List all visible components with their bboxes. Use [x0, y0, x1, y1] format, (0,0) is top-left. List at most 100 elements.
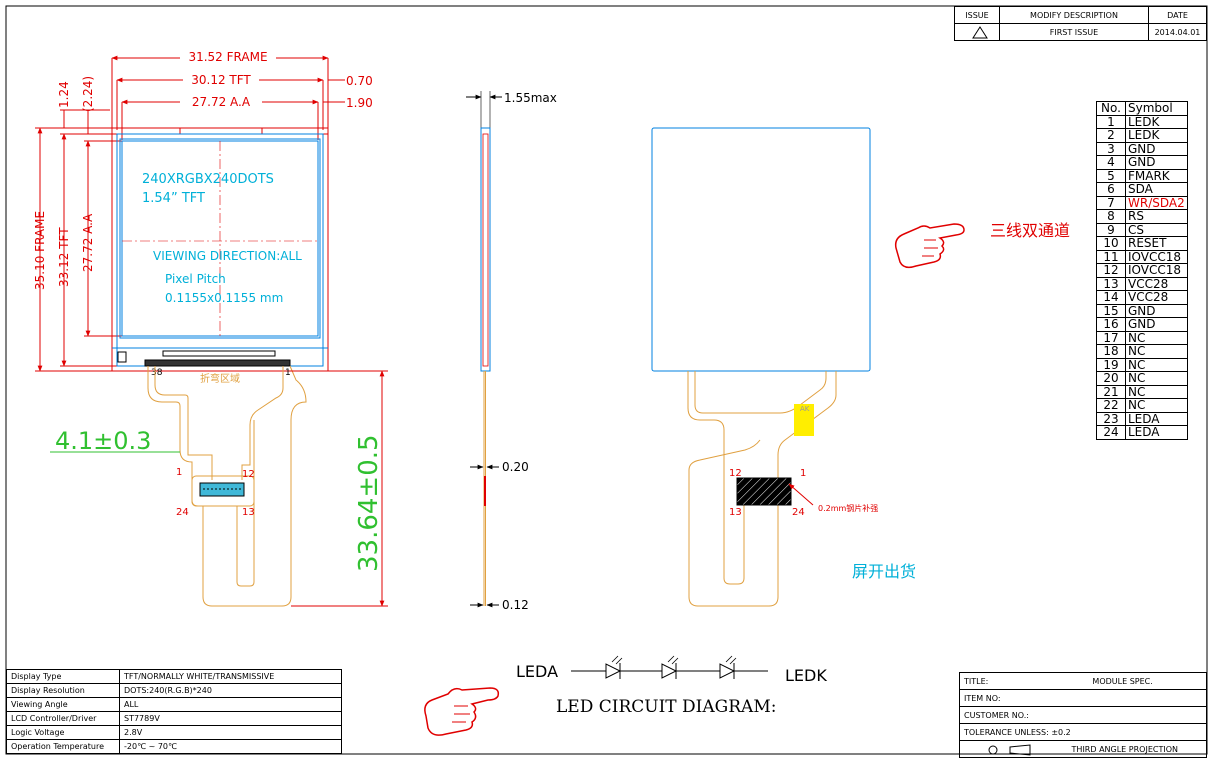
issue-header: ISSUE	[954, 6, 1000, 24]
dim-070: 0.70	[346, 74, 373, 88]
spec-value: TFT/NORMALLY WHITE/TRANSMISSIVE	[119, 669, 342, 684]
projection-label: THIRD ANGLE PROJECTION	[959, 740, 1207, 758]
pin-number: 15	[1096, 303, 1126, 318]
dim-frame-height: 35.10 FRAME	[33, 211, 47, 290]
pin-symbol-header: Symbol	[1125, 101, 1188, 116]
date-cell: 2014.04.01	[1148, 23, 1207, 41]
back-pin-24: 24	[792, 507, 805, 518]
pin-number: 2	[1096, 128, 1126, 143]
item-no-label: ITEM NO:	[959, 689, 1207, 707]
customer-no-label: CUSTOMER NO.:	[959, 706, 1207, 724]
pin-symbol: LEDA	[1125, 411, 1188, 426]
tolerance-label: TOLERANCE UNLESS: ±0.2	[959, 723, 1207, 741]
dim-frame-width: 31.52 FRAME	[188, 50, 267, 64]
spec-value: DOTS:240(R.G.B)*240	[119, 683, 342, 698]
three-wire-annotation: 三线双通道	[990, 221, 1070, 240]
sheet-border	[5, 5, 1208, 755]
pin-symbol: NC	[1125, 357, 1188, 372]
bend-area-label: 折弯区域	[200, 372, 240, 385]
back-view: AK 12 1 13 24 0.2mm钢片补强 屏开出货 三线双通道	[651, 127, 1070, 607]
pin-symbol: NC	[1125, 384, 1188, 399]
led-left-label: LEDA	[516, 662, 558, 681]
dim-224: (2.24)	[81, 76, 95, 112]
dim-124: 1.24	[57, 81, 71, 108]
led-circuit: LEDA LEDK LED CIRCUIT DIAGRAM:	[424, 655, 827, 736]
dim-aa-width: 27.72 A.A	[192, 95, 251, 109]
conn-pin-12: 12	[242, 469, 255, 480]
issue-revision-cell	[954, 23, 1000, 41]
pin-number: 18	[1096, 344, 1126, 359]
pointing-hand-icon	[424, 687, 500, 736]
led-right-label: LEDK	[785, 666, 827, 685]
dim-fpc-t1: 0.20	[502, 460, 529, 474]
led-circuit-title: LED CIRCUIT DIAGRAM:	[556, 697, 776, 717]
back-pin-1: 1	[800, 468, 806, 479]
pin-number: 3	[1096, 141, 1126, 156]
pin-number: 22	[1096, 398, 1126, 413]
title-label: TITLE:	[959, 672, 1040, 690]
ship-note: 屏开出货	[852, 562, 916, 581]
pin-symbol: VCC28	[1125, 276, 1188, 291]
pin-symbol: IOVCC18	[1125, 249, 1188, 264]
resolution-text: 240XRGBX240DOTS	[142, 172, 274, 187]
spec-key: Logic Voltage	[6, 725, 120, 740]
pin-number: 4	[1096, 155, 1126, 170]
spec-value: -20℃ ~ 70℃	[119, 739, 342, 754]
spec-key: Display Resolution	[6, 683, 120, 698]
pin-symbol: CS	[1125, 222, 1188, 237]
pin-number: 6	[1096, 182, 1126, 197]
led-diode-icon	[661, 655, 679, 679]
dim-aa-height: 27.72 A.A	[81, 213, 95, 272]
pin-symbol: NC	[1125, 330, 1188, 345]
back-panel-outline	[651, 127, 871, 372]
ak-label: AK	[800, 405, 810, 413]
back-pin-12: 12	[729, 468, 742, 479]
date-header: DATE	[1148, 6, 1207, 24]
led-diode-icon	[719, 655, 737, 679]
spec-value: ST7789V	[119, 711, 342, 726]
pin-number: 23	[1096, 411, 1126, 426]
pin-number: 19	[1096, 357, 1126, 372]
pin-symbol: WR/SDA2	[1125, 195, 1188, 210]
pin-number: 20	[1096, 371, 1126, 386]
pin-symbol: SDA	[1125, 182, 1188, 197]
dim-190: 1.90	[346, 96, 373, 110]
issue-table: ISSUE MODIFY DESCRIPTION DATE FIRST ISSU…	[954, 6, 1207, 41]
stiffener-note: 0.2mm钢片补强	[818, 503, 878, 513]
modify-description-header: MODIFY DESCRIPTION	[999, 6, 1149, 24]
size-text: 1.54” TFT	[142, 191, 205, 206]
title-value: MODULE SPEC.	[1039, 672, 1208, 690]
front-view: 31.52 FRAME 30.12 TFT 27.72 A.A 0.70 1.9…	[33, 50, 388, 607]
dim-fpc-length: 33.64±0.5	[354, 434, 384, 572]
pin-symbol: GND	[1125, 141, 1188, 156]
spec-key: Viewing Angle	[6, 697, 120, 712]
pin-number: 7	[1096, 195, 1126, 210]
pin-number: 24	[1096, 425, 1126, 440]
conn-pin-24: 24	[176, 507, 189, 518]
pin-symbol: GND	[1125, 155, 1188, 170]
